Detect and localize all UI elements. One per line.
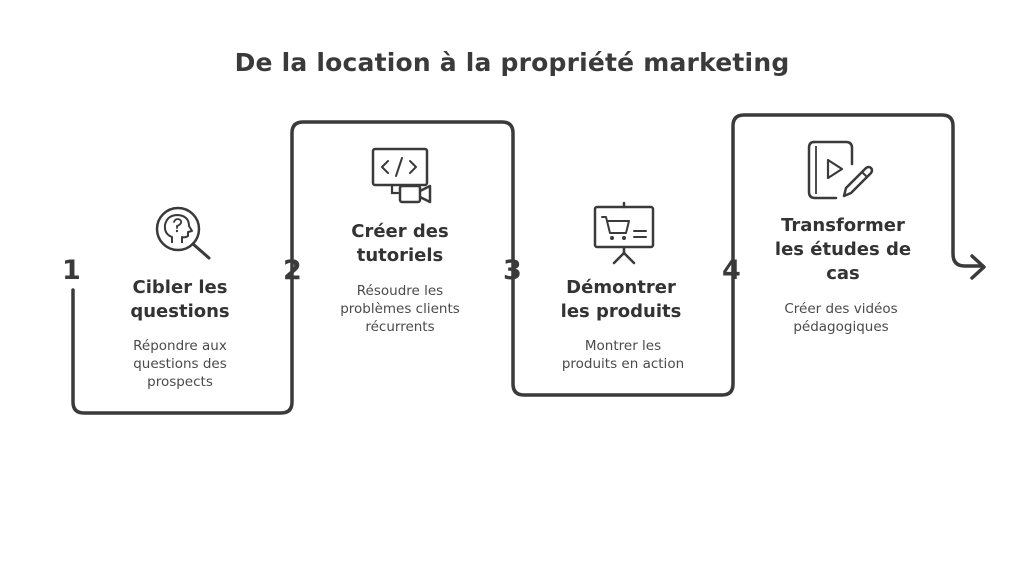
diagram-title: De la location à la propriété marketing (234, 48, 790, 77)
video-edit-icon (807, 140, 874, 200)
cart-presentation-icon (593, 201, 655, 265)
step-2-description: Résoudre les problèmes clients récurrent… (340, 283, 460, 335)
question-head-magnifier-icon (155, 206, 211, 260)
step-4-number: 4 (722, 255, 741, 286)
code-video-icon (371, 147, 432, 204)
step-4-description: Créer des vidéos pédagogiques (784, 301, 898, 335)
step-1-description: Répondre aux questions des prospects (133, 338, 227, 390)
step-1-number: 1 (62, 255, 81, 286)
arrow-head (970, 254, 986, 280)
step-4-heading: Transformer les études de cas (774, 215, 912, 284)
step-3-number: 3 (503, 255, 522, 286)
step-3-heading: Démontrer les produits (560, 277, 682, 322)
step-1-heading: Cibler les questions (130, 277, 230, 322)
step-3-description: Montrer les produits en action (561, 338, 685, 372)
step-2-heading: Créer des tutoriels (351, 221, 449, 266)
step-connector-path (71, 113, 984, 415)
step-2-number: 2 (283, 255, 302, 286)
